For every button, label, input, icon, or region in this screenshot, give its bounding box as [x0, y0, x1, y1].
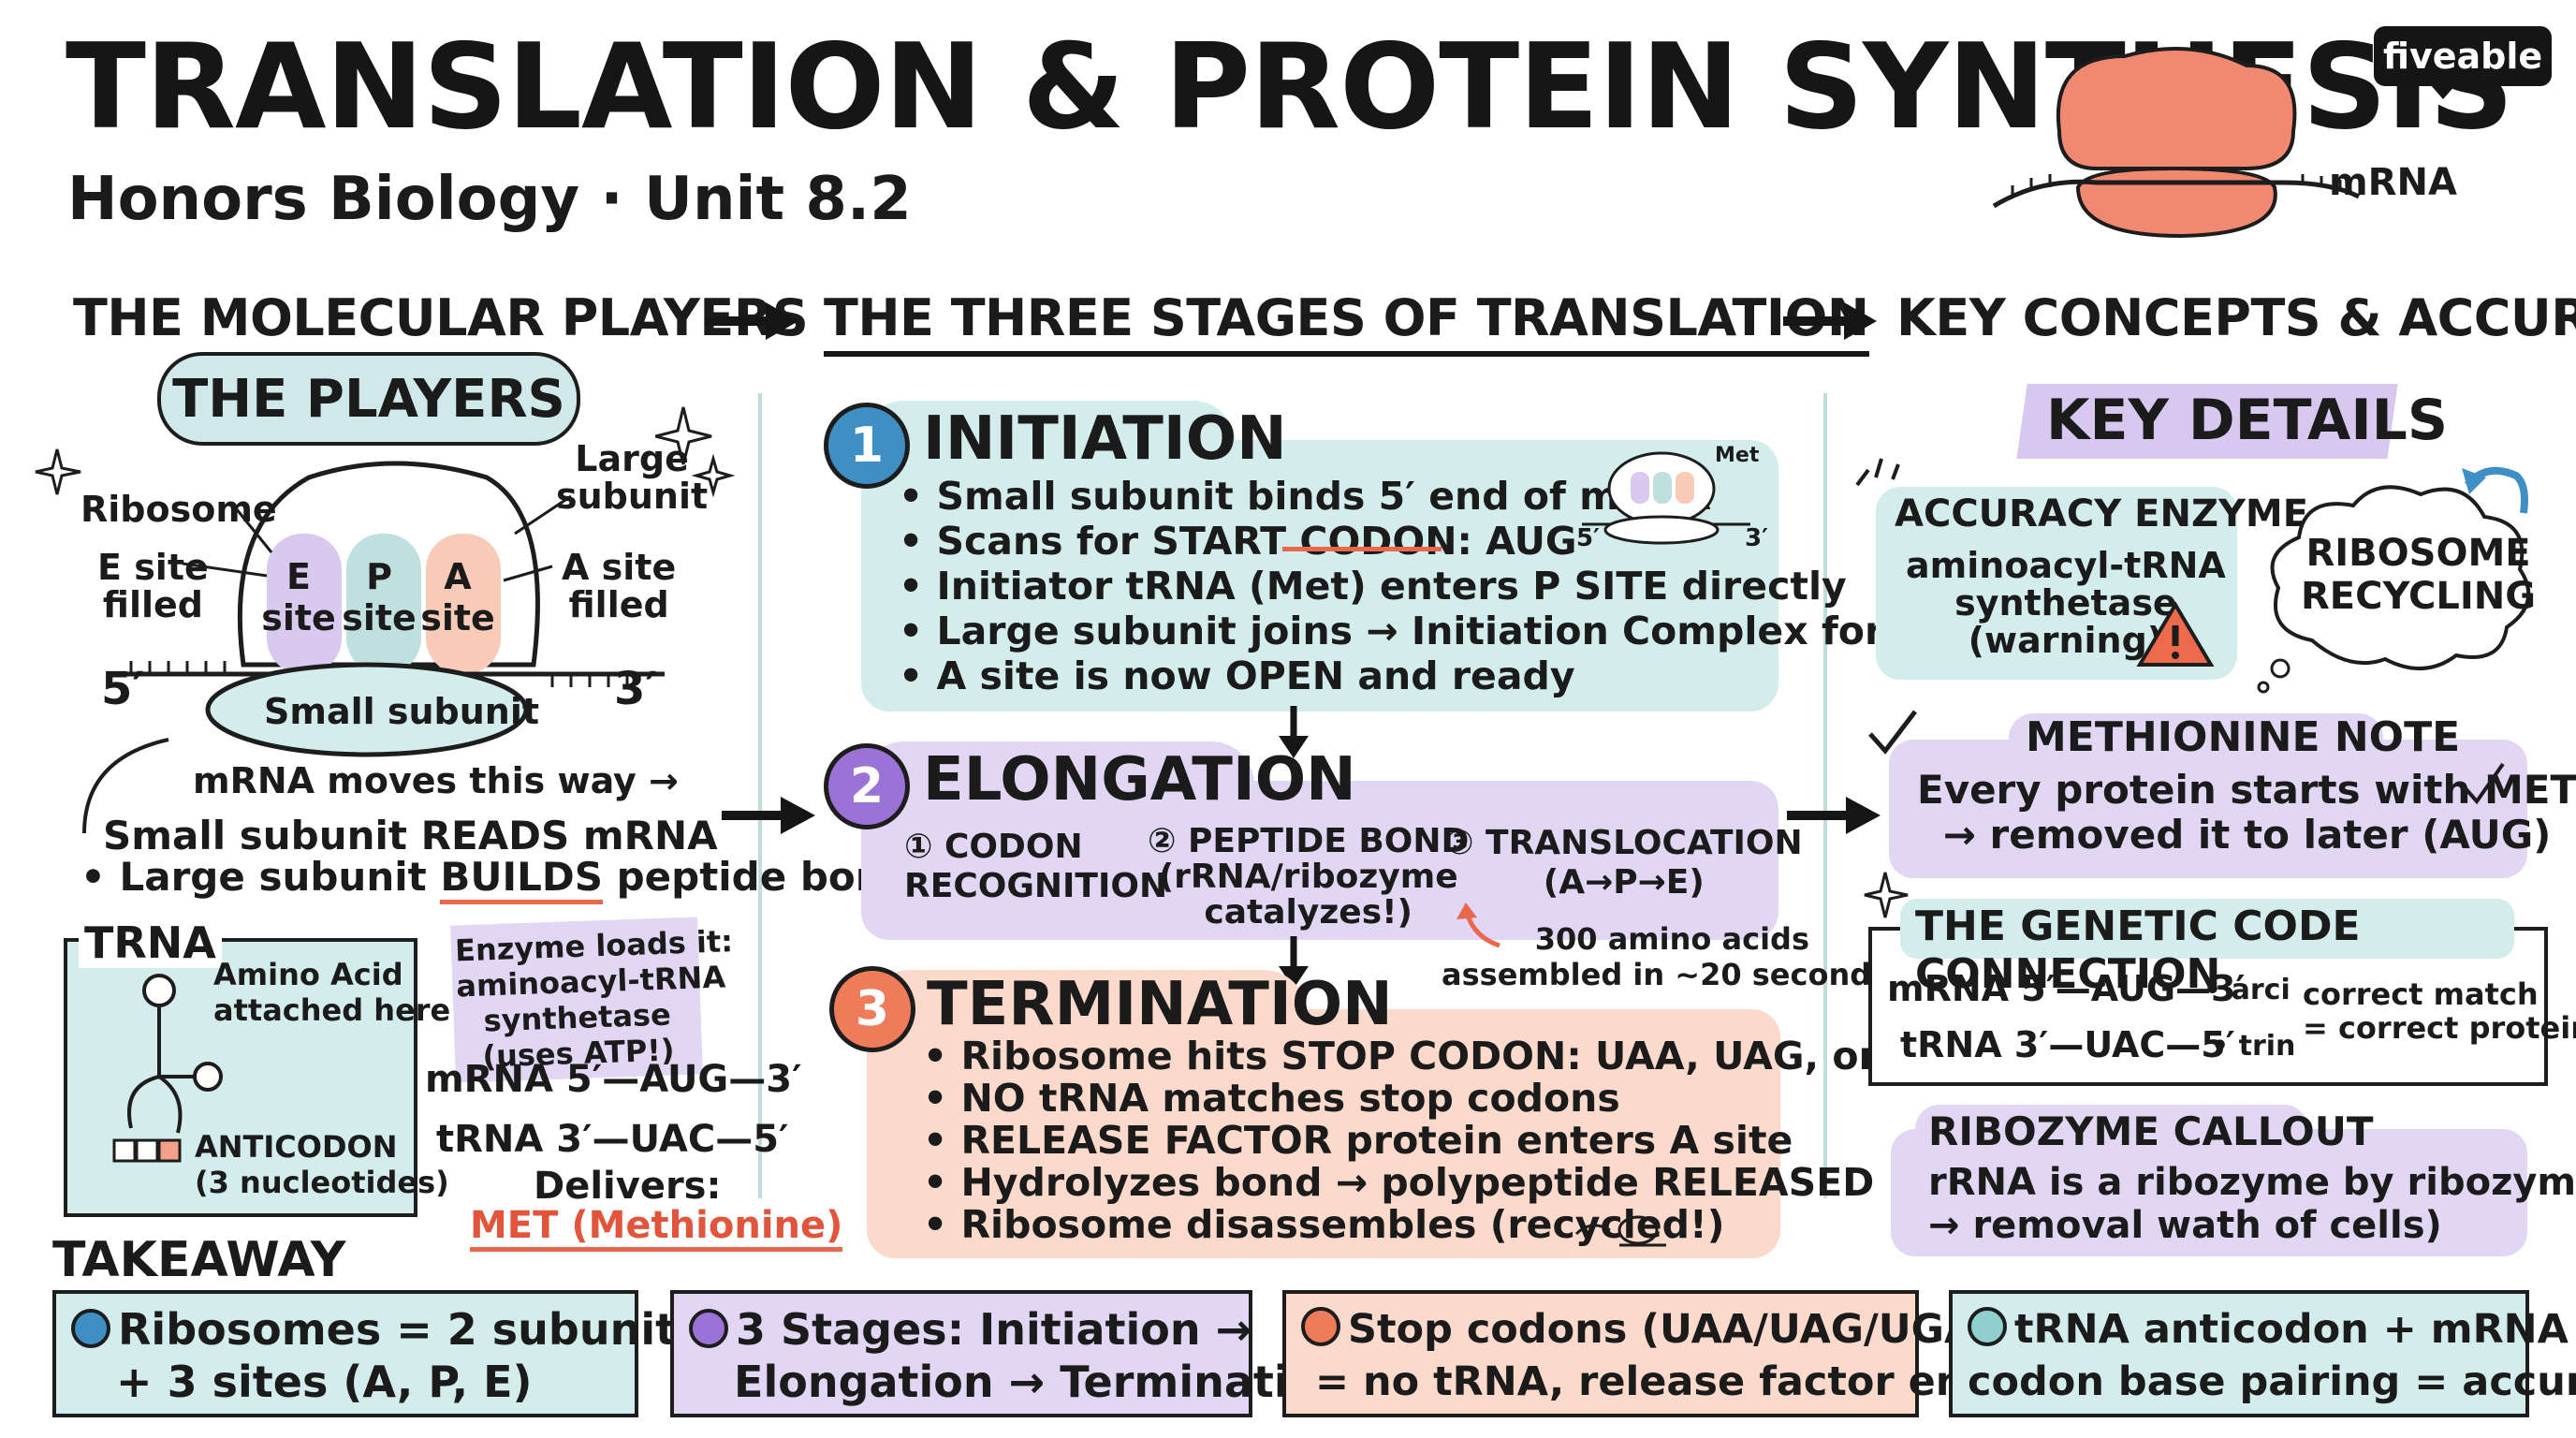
initiation-five-prime: 5′: [1576, 524, 1600, 552]
arrow-to-elongation-icon: [722, 797, 815, 834]
mrna-codon: mRNA 5′—AUG—3′: [425, 1058, 802, 1101]
site-p: P site: [342, 556, 417, 638]
curve-arrow-icon: [82, 738, 169, 834]
arrow-down-icon: [1279, 706, 1309, 758]
ribozyme-title: RIBOZYME CALLOUT: [1928, 1108, 2374, 1154]
reads-statement: Small subunit READS mRNA: [103, 813, 718, 858]
genetic-mrna: mRNA 5′—AUG—3′: [1887, 968, 2246, 1009]
initiation-three-prime: 3′: [1745, 524, 1768, 552]
takeaway-accuracy: tRNA anticodon + mRNA codon base pairing…: [1949, 1290, 2576, 1417]
emphasis-lines-icon: [1855, 458, 1900, 487]
sparkle-icon-2: [1864, 872, 1909, 918]
red-curve-arrow-icon: [1456, 902, 1500, 948]
column-divider-right: [1823, 393, 1827, 1198]
ribosome-label: Ribosome: [80, 489, 277, 530]
small-subunit-label: Small subunit: [264, 691, 540, 732]
stages-heading: THE THREE STAGES OF TRANSLATION: [824, 288, 1869, 357]
takeaway-dot-blue-icon: [71, 1309, 110, 1348]
takeaway-stop-codons: Stop codons (UAA/UAG/UGA) = no tRNA, rel…: [1282, 1290, 2064, 1417]
termination-number: 3: [829, 966, 915, 1052]
initiation-title: INITIATION: [923, 404, 1287, 474]
elongation-title: ELONGATION: [923, 745, 1356, 814]
met-label: MET (Methionine): [470, 1204, 843, 1252]
termination-title: TERMINATION: [927, 970, 1393, 1039]
methionine-title: METHIONINE NOTE: [2026, 713, 2461, 761]
elongation-number: 2: [824, 743, 910, 829]
recycling-cloud: [2257, 485, 2531, 694]
checkmark-icon: [1868, 710, 1917, 755]
takeaway-dot-purple-icon: [689, 1309, 728, 1348]
a-site-label: A site filled: [562, 547, 677, 625]
mrna-moves-label: mRNA moves this way →: [193, 760, 679, 801]
checkmark-icon-2: [2462, 762, 2505, 805]
ribozyme-body: rRNA is a ribozyme by ribozyme → removal…: [1928, 1161, 2576, 1247]
termination-bullets: • Ribosome hits STOP CODON: UAA, UAG, or…: [923, 1034, 1983, 1247]
key-details-title: KEY DETAILS: [2046, 388, 2449, 453]
arrow-right-icon: [705, 302, 798, 340]
arrow-down-icon-2: [1279, 936, 1309, 989]
accuracy-title: ACCURACY ENZYME: [1895, 492, 2309, 536]
step-peptide-bond: ② PEPTIDE BOND (rRNA/ribozyme catalyzes!…: [1148, 822, 1470, 932]
three-prime-label: 3′: [614, 663, 658, 715]
trna-anticodon: tRNA 3′—UAC—5′: [436, 1118, 789, 1161]
sparkle-icon: [655, 406, 736, 498]
genetic-trna: tRNA 3′—UAC—5′: [1900, 1024, 2235, 1065]
initiation-bullets: • Small subunit binds 5′ end of mRNA • S…: [899, 474, 1978, 698]
genetic-mrna-tag: • arci: [2203, 974, 2291, 1006]
delivers-label: Delivers:: [534, 1165, 722, 1208]
takeaway-dot-teal-icon: [1968, 1307, 2007, 1346]
column-divider-left: [758, 393, 762, 1198]
site-a: A site: [420, 556, 495, 638]
amino-acid-label: Amino Acid attached here: [213, 957, 451, 1028]
page-subtitle: Honors Biology · Unit 8.2: [67, 165, 912, 234]
takeaway-ribosomes: Ribosomes = 2 subunits + 3 sites (A, P, …: [52, 1290, 702, 1417]
takeaway-dot-orange-icon: [1301, 1307, 1340, 1346]
takeaway-label: TAKEAWAY: [52, 1232, 346, 1288]
five-prime-label: 5′: [101, 663, 145, 715]
ribosome-sites-diagram: [112, 461, 665, 757]
e-site-label: E site filled: [97, 547, 209, 625]
recycling-label: RIBOSOME RECYCLING: [2301, 532, 2537, 618]
takeaway-stages: 3 Stages: Initiation → Elongation → Term…: [670, 1290, 1349, 1417]
aug-underline: [1282, 547, 1442, 551]
players-heading: THE MOLECULAR PLAYERS: [73, 288, 809, 347]
ribosome-illustration-icon: [1992, 47, 2361, 239]
elongation-fact: 300 amino acids assembled in ~20 seconds…: [1442, 921, 1903, 992]
warning-icon: [2136, 601, 2215, 667]
anticodon-label: ANTICODON (3 nucleotides): [195, 1129, 449, 1200]
recycled-ribosome-icon: [1574, 1215, 1666, 1247]
trna-title: TRNA: [79, 917, 222, 968]
step-translocation: ③ TRANSLOCATION (A→P→E): [1445, 824, 1803, 902]
genetic-note: correct match = correct protein: [2303, 976, 2576, 1046]
arrow-to-concepts-icon: [1787, 797, 1881, 834]
concepts-heading: KEY CONCEPTS & ACCURACY: [1896, 288, 2576, 347]
trna-box: [64, 938, 417, 1217]
ribosome-mrna-label: mRNA: [2329, 161, 2457, 204]
builds-statement: • Large subunit BUILDS peptide bonds: [80, 854, 935, 904]
step-codon-recognition: ① CODON RECOGNITION: [904, 828, 1168, 905]
trna-structure-icon: [112, 974, 223, 1163]
players-pill: THE PLAYERS: [157, 352, 580, 446]
large-subunit-label: Large subunit: [556, 438, 709, 517]
methionine-body: Every protein starts with MET → removed …: [1917, 767, 2576, 858]
recycle-arrow-icon: [2462, 466, 2528, 514]
initiation-number: 1: [824, 403, 910, 489]
fiveable-logo[interactable]: fiveable: [2374, 26, 2552, 99]
star-icon: [35, 448, 81, 495]
genetic-code-title: THE GENETIC CODE CONNECTION: [1915, 902, 2361, 998]
arrow-right-icon-2: [1783, 302, 1877, 340]
accuracy-body: aminoacyl-tRNA synthetase (warning): [1906, 545, 2226, 661]
initiation-complex-icon: [1582, 451, 1750, 545]
genetic-trna-tag: • trin: [2211, 1030, 2296, 1063]
site-e: E site: [261, 556, 336, 638]
met-tag: Met: [1715, 444, 1760, 467]
